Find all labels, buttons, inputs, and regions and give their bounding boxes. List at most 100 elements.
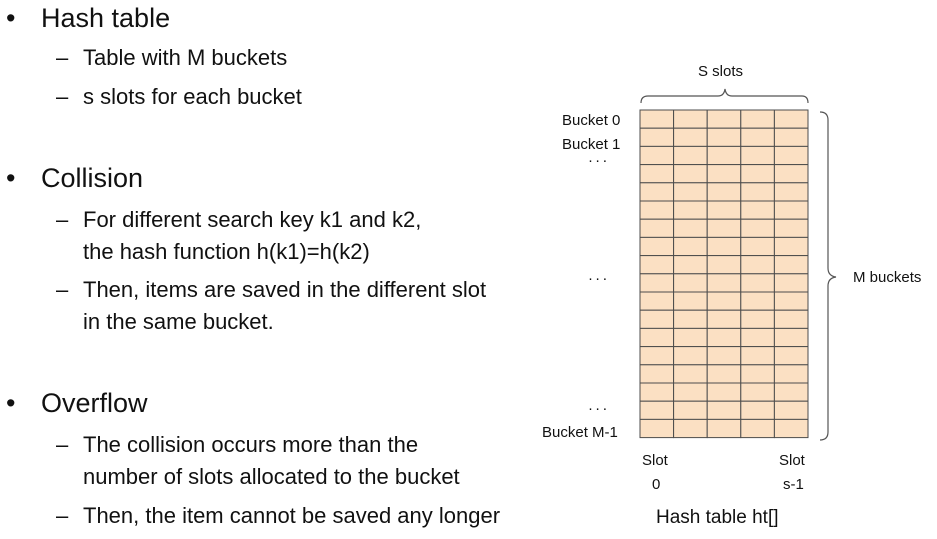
- slots-label: S slots: [698, 63, 744, 80]
- hash-slot-cell: [639, 400, 675, 420]
- hash-slot-cell: [673, 400, 708, 420]
- dash: –: [56, 207, 69, 232]
- sub-bullet-text: Then, the item cannot be saved any longe…: [83, 503, 501, 528]
- buckets-label: M buckets: [853, 269, 922, 286]
- hash-slot-cell: [706, 346, 742, 366]
- hash-slot-cell: [673, 164, 708, 184]
- slots-brace: [640, 88, 809, 104]
- hash-slot-cell: [673, 327, 708, 348]
- hash-slot-cell: [773, 127, 809, 147]
- hash-slot-cell: [673, 200, 708, 220]
- hash-slot-cell: [639, 218, 675, 238]
- hash-slot-cell: [673, 145, 708, 166]
- hash-slot-cell: [773, 236, 809, 257]
- hash-slot-cell: [706, 327, 742, 348]
- hash-slot-cell: [673, 127, 708, 147]
- hash-slot-cell: [639, 382, 675, 402]
- hash-slot-cell: [639, 164, 675, 184]
- hash-slot-cell: [773, 200, 809, 220]
- hash-slot-cell: [773, 145, 809, 166]
- hash-slot-cell: [706, 364, 742, 384]
- hash-slot-cell: [673, 418, 708, 439]
- hash-slot-cell: [740, 218, 775, 238]
- buckets-brace: [819, 111, 837, 441]
- hash-slot-cell: [706, 418, 742, 439]
- sub-bullet-text: Then, items are saved in the different s…: [83, 277, 487, 302]
- hash-slot-cell: [773, 418, 809, 439]
- dash: –: [56, 277, 69, 302]
- slot-index-last: s-1: [783, 476, 804, 493]
- hash-slot-cell: [773, 364, 809, 384]
- ellipsis: · · ·: [588, 400, 607, 417]
- hash-slot-cell: [673, 109, 708, 129]
- hash-slot-cell: [673, 218, 708, 238]
- slot-index-first: 0: [652, 476, 661, 493]
- hash-slot-cell: [639, 127, 675, 147]
- hash-slot-cell: [706, 182, 742, 202]
- hash-slot-cell: [706, 255, 742, 275]
- hash-slot-cell: [773, 218, 809, 238]
- hash-slot-cell: [740, 200, 775, 220]
- hash-slot-cell: [706, 109, 742, 129]
- hash-slot-cell: [740, 327, 775, 348]
- hash-slot-cell: [706, 218, 742, 238]
- hash-slot-cell: [773, 255, 809, 275]
- sub-bullet-text-continued: the hash function h(k1)=h(k2): [83, 239, 370, 264]
- hash-slot-cell: [706, 200, 742, 220]
- hash-slot-cell: [706, 236, 742, 257]
- hash-slot-cell: [639, 273, 675, 293]
- hash-slot-cell: [740, 418, 775, 439]
- hash-slot-cell: [639, 255, 675, 275]
- dash: –: [56, 503, 69, 528]
- hash-slot-cell: [639, 182, 675, 202]
- bullet-dot: •: [6, 3, 16, 33]
- hash-slot-cell: [639, 200, 675, 220]
- sub-bullet-text: s slots for each bucket: [83, 84, 302, 109]
- hash-slot-cell: [639, 327, 675, 348]
- hash-slot-cell: [673, 255, 708, 275]
- slot-label-first: Slot: [642, 452, 668, 469]
- hash-slot-cell: [773, 273, 809, 293]
- hash-slot-cell: [706, 309, 742, 329]
- hash-slot-cell: [673, 236, 708, 257]
- hash-slot-cell: [673, 291, 708, 311]
- hash-slot-cell: [673, 182, 708, 202]
- hash-slot-cell: [740, 364, 775, 384]
- hash-slot-cell: [773, 291, 809, 311]
- hash-slot-cell: [773, 309, 809, 329]
- bullet-title: Hash table: [41, 3, 171, 33]
- bucket-label-last: Bucket M-1: [542, 424, 618, 441]
- hash-slot-cell: [706, 382, 742, 402]
- dash: –: [56, 45, 69, 70]
- hash-slot-cell: [773, 109, 809, 129]
- sub-bullet-text-continued: in the same bucket.: [83, 309, 274, 334]
- hash-slot-cell: [740, 109, 775, 129]
- sub-bullet-text: Table with M buckets: [83, 45, 288, 70]
- hash-slot-cell: [740, 182, 775, 202]
- ellipsis: · · ·: [588, 270, 607, 287]
- ellipsis: · · ·: [588, 152, 607, 169]
- hash-slot-cell: [740, 400, 775, 420]
- bucket-label-1: Bucket 1: [562, 136, 621, 153]
- slot-label-last: Slot: [779, 452, 805, 469]
- hash-slot-cell: [706, 127, 742, 147]
- bullet-title: Collision: [41, 163, 144, 193]
- hash-slot-cell: [740, 127, 775, 147]
- hash-slot-cell: [639, 145, 675, 166]
- hash-slot-cell: [673, 273, 708, 293]
- hash-slot-cell: [706, 291, 742, 311]
- hash-slot-cell: [740, 164, 775, 184]
- hash-slot-cell: [673, 346, 708, 366]
- sub-bullet-text: For different search key k1 and k2,: [83, 207, 422, 232]
- bullet-dot: •: [6, 388, 16, 418]
- hash-slot-cell: [773, 182, 809, 202]
- hash-slot-cell: [773, 400, 809, 420]
- hash-slot-cell: [740, 273, 775, 293]
- hash-slot-cell: [639, 418, 675, 439]
- hash-slot-cell: [639, 346, 675, 366]
- hash-slot-cell: [673, 309, 708, 329]
- hash-slot-cell: [639, 291, 675, 311]
- diagram-caption: Hash table ht[]: [656, 507, 779, 528]
- sub-bullet-text-continued: number of slots allocated to the bucket: [83, 464, 460, 489]
